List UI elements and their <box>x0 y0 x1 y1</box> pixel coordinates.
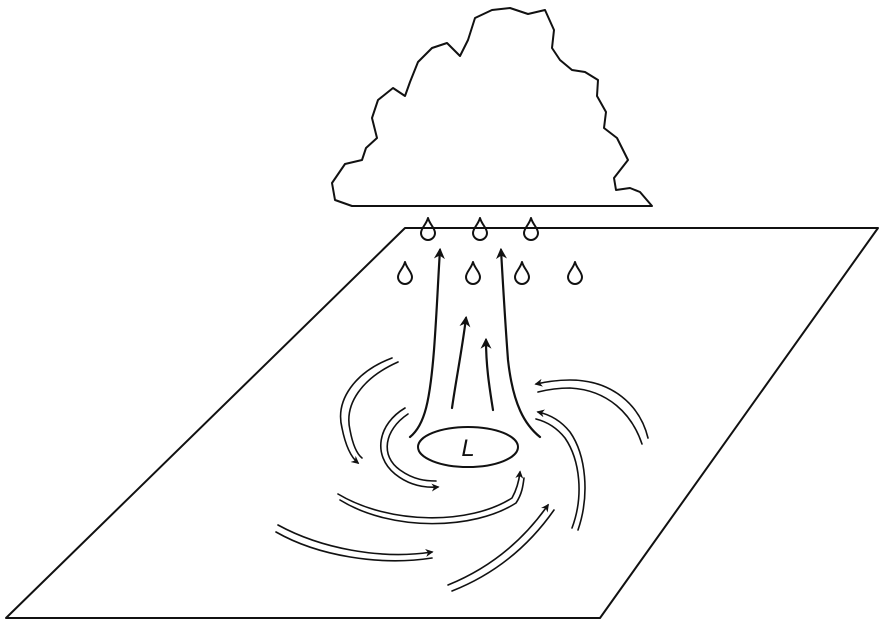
raindrop-icon <box>568 262 582 284</box>
wind-arrow <box>349 362 398 458</box>
low-pressure-center: L <box>418 427 518 467</box>
wind-arrow <box>340 478 524 524</box>
wind-arrow <box>387 414 436 481</box>
wind-arrow <box>538 388 642 444</box>
raindrop-icon <box>515 262 529 284</box>
updraft-right-wall <box>501 250 540 437</box>
ground-plane <box>6 228 878 618</box>
wind-arrow <box>338 472 520 518</box>
wind-arrow <box>276 532 432 561</box>
raindrop-icon <box>466 262 480 284</box>
wind-arrow <box>452 510 554 591</box>
wind-arrow <box>448 505 548 585</box>
updraft-column <box>410 250 540 437</box>
raindrop-icon <box>398 262 412 284</box>
updraft-inner-arrow-left <box>452 318 466 408</box>
cumulonimbus-cloud <box>332 8 652 206</box>
wind-arrow <box>278 525 432 554</box>
wind-arrow <box>341 358 392 463</box>
converging-winds <box>276 358 648 591</box>
low-pressure-label: L <box>461 435 474 462</box>
updraft-left-wall <box>410 250 440 437</box>
updraft-inner-arrow-right <box>486 340 493 410</box>
